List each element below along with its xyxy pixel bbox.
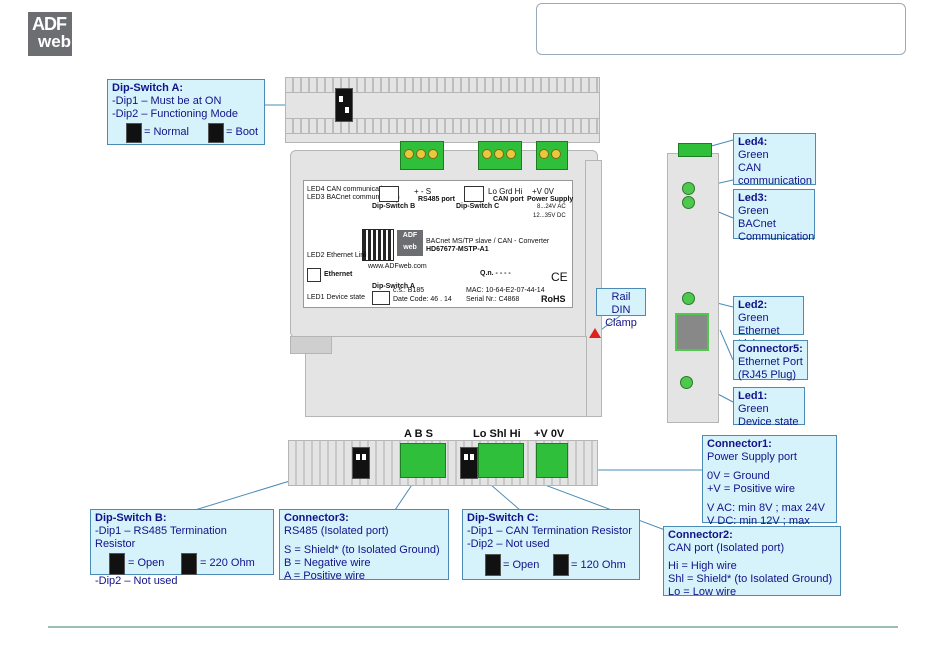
label-cs: c.s.: B185: [393, 287, 425, 294]
label-led3: LED3 BACnet communication: [307, 194, 400, 201]
device-side-view: [667, 153, 719, 423]
callout-dip-switch-a: Dip-Switch A: -Dip1 – Must be at ON -Dip…: [107, 79, 265, 145]
callout-connector3: Connector3: RS485 (Isolated port) S = Sh…: [279, 509, 449, 582]
side-led4: [682, 182, 695, 195]
top-view-vents: [285, 77, 600, 93]
label-dip-b: Dip-Switch B: [372, 203, 416, 210]
bottom-label-abs: A B S: [404, 428, 433, 440]
label-rohs: RoHS: [541, 294, 566, 304]
label-rs485-pins: + - S: [414, 187, 432, 196]
label-rs485-port: RS485 port: [418, 196, 455, 203]
side-rj45-port: [675, 313, 709, 351]
label-qn: Q.n. - - - -: [480, 270, 511, 277]
side-led2: [682, 292, 695, 305]
label-product: BACnet MS/TP slave / CAN - Converter: [426, 238, 550, 245]
callout-connector5: Connector5: Ethernet Port(RJ45 Plug): [733, 340, 808, 381]
ethernet-symbol: [307, 268, 321, 282]
side-led3: [682, 196, 695, 209]
label-power-supply: Power Supply: [527, 196, 574, 203]
bottom-label-can: Lo Shl Hi: [473, 428, 521, 440]
device-front-lower: [305, 336, 587, 417]
label-mac: MAC: 10-64-E2-07-44-14: [466, 287, 545, 294]
label-led1: LED1 Device state: [307, 294, 365, 301]
label-pwr-dc: 12...35V DC: [533, 213, 566, 219]
qr-code: [362, 229, 394, 261]
callout-connector1: Connector1: Power Supply port 0V = Groun…: [702, 435, 837, 540]
bottom-power-terminal: [536, 443, 568, 478]
label-model: HD67677-MSTP-A1: [426, 246, 489, 253]
label-ethernet: Ethernet: [324, 271, 353, 278]
label-adfweb-logo: ADF web: [397, 230, 423, 256]
bottom-label-pwr: +V 0V: [534, 428, 565, 440]
bottom-can-terminal: [478, 443, 524, 478]
callout-connector2: Connector2: CAN port (Isolated port) Hi …: [663, 526, 841, 598]
label-pwr-ac: 8...24V AC: [537, 204, 566, 210]
bottom-dip-c: [460, 447, 478, 479]
side-terminal: [678, 143, 712, 157]
front-dip-b: [379, 186, 399, 202]
bottom-dip-b: [352, 447, 370, 479]
label-led4: LED4 CAN communication: [307, 186, 391, 193]
label-date: Date Code: 46 . 14: [393, 296, 452, 303]
label-web: www.ADFweb.com: [368, 263, 427, 270]
logo-text-top: ADF: [32, 14, 67, 34]
device-label-area: [303, 180, 573, 308]
label-pwr-pins: +V 0V: [532, 187, 555, 196]
dip-switch-a: [335, 88, 353, 122]
label-dip-a: Dip-Switch A: [372, 283, 415, 290]
adfweb-logo: ADF web: [28, 12, 72, 56]
front-dip-a: [372, 291, 390, 305]
front-dip-c: [464, 186, 484, 202]
label-can-pins: Lo Grd Hi: [488, 187, 523, 196]
bottom-rs485-terminal: [400, 443, 446, 478]
callout-dip-switch-b: Dip-Switch B: -Dip1 – RS485 Termination …: [90, 509, 274, 587]
label-ce: CE: [551, 270, 568, 284]
rail-din-clamp-marker: [589, 328, 601, 338]
callout-dip-switch-c: Dip-Switch C: -Dip1 – CAN Termination Re…: [462, 509, 640, 580]
label-led2: LED2 Ethernet Link: [307, 252, 368, 259]
title-box: [536, 3, 906, 55]
label-can-port: CAN port: [493, 196, 524, 203]
logo-text-bottom: web: [38, 32, 72, 51]
device-front-foot: [290, 336, 332, 354]
label-dip-c: Dip-Switch C: [456, 203, 500, 210]
side-led1: [680, 376, 693, 389]
top-view-vents-lower: [285, 118, 600, 134]
label-serial: Serial Nr.: C4868: [466, 296, 520, 303]
